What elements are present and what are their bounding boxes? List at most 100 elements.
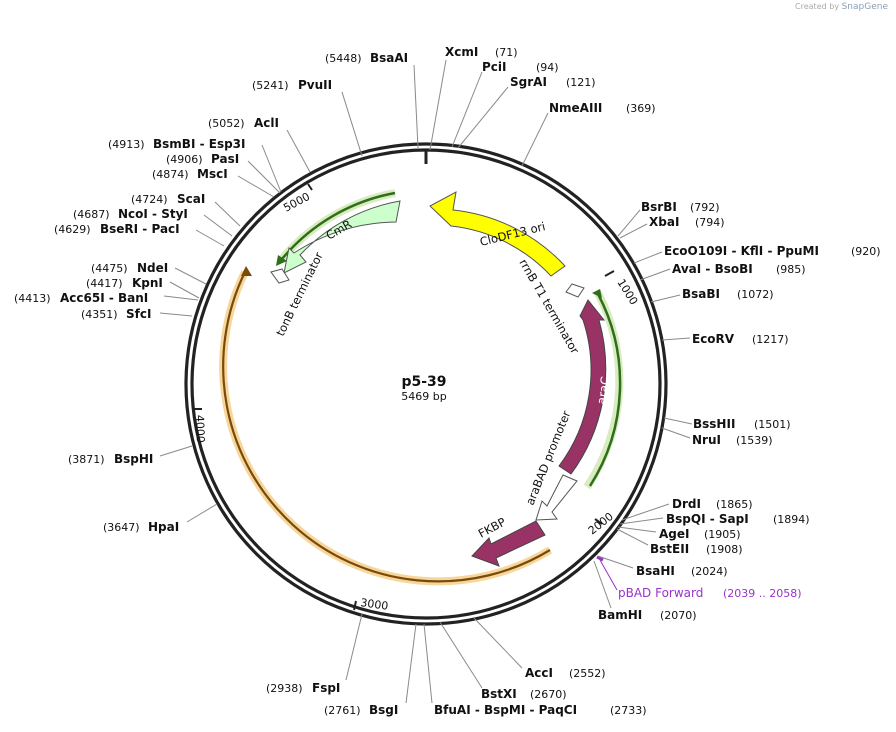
site-name: NmeAIII	[549, 101, 602, 115]
site-name: EcoO109I - KflI - PpuMI	[664, 244, 819, 258]
site-bsphi[interactable]: BspHI (3871)	[68, 445, 193, 466]
site-avai-bsobi[interactable]: AvaI - BsoBI (985)	[639, 262, 806, 281]
site-pos: (4413)	[14, 292, 51, 305]
site-bamhi[interactable]: BamHI (2070)	[593, 560, 697, 622]
site-bsrbi[interactable]: BsrBI (792)	[617, 200, 720, 237]
site-name: FspI	[312, 681, 340, 695]
primer-leader	[599, 559, 618, 591]
orf-arc-long	[222, 271, 551, 583]
site-scai[interactable]: ScaI (4724)	[131, 192, 241, 227]
primer-pbad-forward-mark	[596, 555, 604, 562]
ruler-tick-4000: 4000	[193, 408, 207, 443]
site-name: KpnI	[132, 276, 163, 290]
snapgene-credit: Created by SnapGene	[795, 2, 888, 12]
site-pos: (4906)	[166, 153, 203, 166]
tick-label-2000: 2000	[586, 510, 616, 537]
plasmid-name: p5-39	[401, 374, 446, 390]
site-pos: (4475)	[91, 262, 128, 275]
site-name: XbaI	[649, 215, 679, 229]
site-pos: (4874)	[152, 168, 189, 181]
site-name: ScaI	[177, 192, 205, 206]
site-pos: (4913)	[108, 138, 145, 151]
site-bstxi[interactable]: BstXI (2670)	[439, 621, 567, 701]
site-pos: (1905)	[704, 528, 741, 541]
ruler-tick-3000: 3000	[353, 596, 390, 613]
site-name: BfuAI - BspMI - PaqCI	[434, 703, 577, 717]
feature-arac	[558, 299, 607, 475]
site-nrui[interactable]: NruI (1539)	[661, 427, 773, 447]
site-pcii[interactable]: PciI (94)	[451, 60, 559, 148]
site-pos: (4687)	[73, 208, 110, 221]
site-sfci[interactable]: SfcI (4351)	[81, 307, 193, 321]
site-pos: (1908)	[706, 543, 743, 556]
site-name: NdeI	[137, 261, 168, 275]
primer-name: pBAD Forward	[618, 586, 703, 600]
site-pos: (920)	[851, 245, 881, 258]
site-acci[interactable]: AccI (2552)	[473, 617, 606, 680]
credit-prefix: Created by	[795, 2, 840, 11]
site-name: BsmBI - Esp3I	[153, 137, 245, 151]
site-pos: (5448)	[325, 52, 362, 65]
site-bseri-paci[interactable]: BseRI - PacI (4629)	[54, 222, 225, 247]
feature-arabad-promoter	[535, 474, 578, 521]
orf-arrowhead-arac	[592, 289, 602, 298]
credit-brand: SnapGene	[841, 2, 888, 12]
site-bsshii[interactable]: BssHII (1501)	[663, 417, 791, 431]
site-bsahi[interactable]: BsaHI (2024)	[597, 555, 728, 578]
site-name: BsrBI	[641, 200, 677, 214]
tick-label-3000: 3000	[360, 596, 390, 613]
site-drdi[interactable]: DrdI (1865)	[621, 497, 753, 521]
site-xcmi[interactable]: XcmI (71)	[429, 45, 518, 151]
site-pos: (2670)	[530, 688, 567, 701]
site-pos: (4351)	[81, 308, 118, 321]
site-bfuai-bspmi-paqci[interactable]: BfuAI - BspMI - PaqCI (2733)	[423, 623, 647, 717]
site-ecoo109i-kfli-ppumi[interactable]: EcoO109I - KflI - PpuMI (920)	[633, 244, 881, 264]
site-name: NcoI - StyI	[118, 207, 188, 221]
site-xbai[interactable]: XbaI (794)	[619, 215, 725, 239]
site-nmeaiii[interactable]: NmeAIII (369)	[521, 101, 656, 167]
site-ecorv[interactable]: EcoRV (1217)	[661, 332, 789, 346]
site-name: AgeI	[659, 527, 689, 541]
site-fspi[interactable]: FspI (2938)	[266, 613, 363, 695]
site-ncoi-styi[interactable]: NcoI - StyI (4687)	[73, 207, 233, 237]
feature-label-arac: araC	[594, 375, 613, 405]
site-name: BspQI - SapI	[666, 512, 749, 526]
site-bsgi[interactable]: BsgI (2761)	[324, 623, 417, 717]
site-name: BsaAI	[370, 51, 408, 65]
site-bsteii[interactable]: BstEII (1908)	[616, 528, 743, 556]
site-msci[interactable]: MscI (4874)	[152, 167, 275, 198]
site-pos: (794)	[695, 216, 725, 229]
site-name: SfcI	[126, 307, 151, 321]
site-sgrai[interactable]: SgrAI (121)	[457, 75, 596, 149]
site-bsabi[interactable]: BsaBI (1072)	[650, 287, 774, 303]
site-pos: (985)	[776, 263, 806, 276]
site-kpni[interactable]: KpnI (4417)	[86, 276, 200, 299]
site-name: HpaI	[148, 520, 179, 534]
site-pos: (1501)	[754, 418, 791, 431]
site-name: Acc65I - BanI	[60, 291, 148, 305]
site-name: AccI	[525, 666, 553, 680]
site-pos: (5241)	[252, 79, 289, 92]
site-name: AvaI - BsoBI	[672, 262, 753, 276]
site-pos: (2552)	[569, 667, 606, 680]
site-pasi[interactable]: PasI (4906)	[166, 152, 281, 194]
site-pos: (5052)	[208, 117, 245, 130]
site-pos: (4724)	[131, 193, 168, 206]
site-pos: (1217)	[752, 333, 789, 346]
site-agei[interactable]: AgeI (1905)	[617, 526, 741, 541]
site-hpai[interactable]: HpaI (3647)	[103, 503, 218, 534]
site-ndei[interactable]: NdeI (4475)	[91, 261, 207, 285]
site-pvuii[interactable]: PvuII (5241)	[252, 78, 363, 157]
site-bsaai[interactable]: BsaAI (5448)	[325, 51, 419, 149]
site-bsmbi-esp3i[interactable]: BsmBI - Esp3I (4913)	[108, 137, 282, 193]
site-name: DrdI	[672, 497, 701, 511]
site-name: AclI	[254, 116, 279, 130]
site-bspqi-sapi[interactable]: BspQI - SapI (1894)	[619, 512, 810, 526]
site-acli[interactable]: AclI (5052)	[208, 116, 311, 173]
site-pos: (3871)	[68, 453, 105, 466]
site-name: XcmI	[445, 45, 478, 59]
site-pos: (369)	[626, 102, 656, 115]
site-name: BssHII	[693, 417, 735, 431]
site-acc65i-bani[interactable]: Acc65I - BanI (4413)	[14, 291, 199, 305]
